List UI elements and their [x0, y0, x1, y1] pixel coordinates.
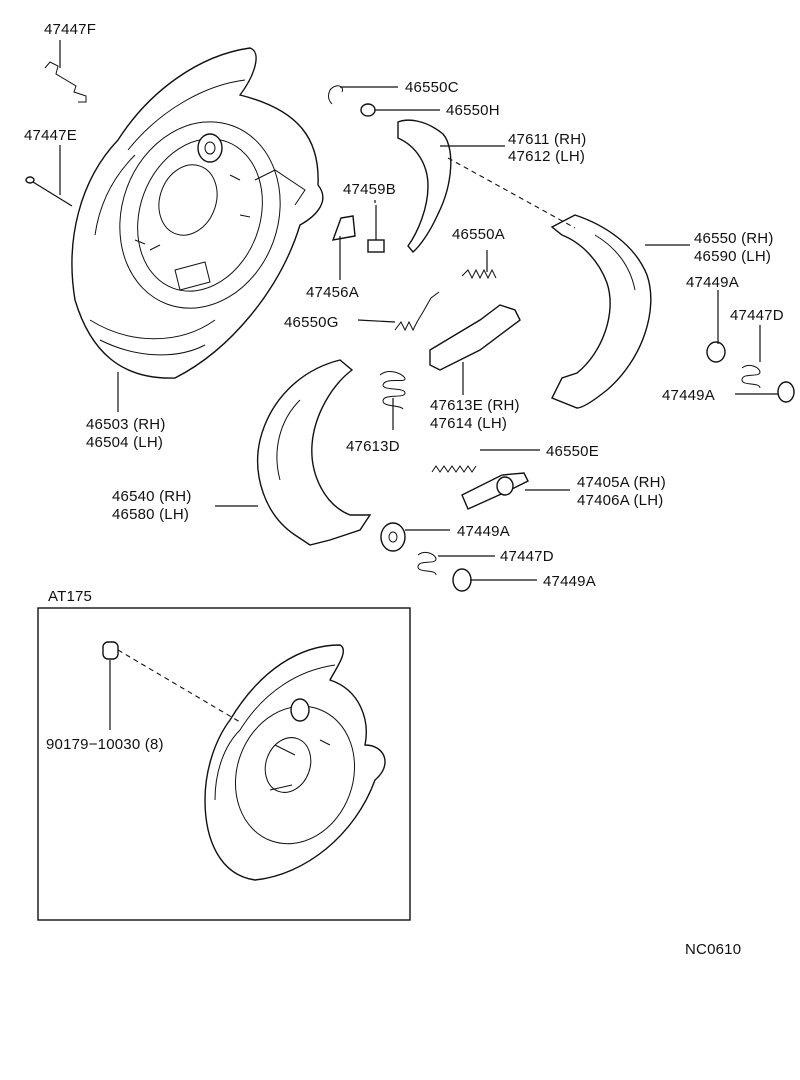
spring-46550G-drawing — [394, 291, 440, 332]
label-47611: 47611 (RH) — [508, 131, 586, 148]
nut-90179-drawing — [102, 641, 119, 660]
diagram-code: NC0610 — [685, 941, 741, 958]
label-47406A: 47406A (LH) — [577, 492, 663, 509]
label-46590: 46590 (LH) — [694, 248, 771, 265]
spring-46550E-drawing — [431, 465, 477, 473]
label-47447E: 47447E — [24, 127, 77, 144]
label-46550: 46550 (RH) — [694, 230, 774, 247]
label-46540: 46540 (RH) — [112, 488, 192, 505]
inset-backing-plate-drawing — [204, 644, 386, 881]
label-46550C: 46550C — [405, 79, 459, 96]
label-47613D: 47613D — [346, 438, 400, 455]
label-47405A: 47405A (RH) — [577, 474, 666, 491]
inset-title: AT175 — [48, 588, 92, 605]
label-47456A: 47456A — [306, 284, 359, 301]
washer-46550H-drawing — [360, 103, 376, 117]
washer-47449A-3-drawing — [380, 522, 406, 552]
label-47612: 47612 (LH) — [508, 148, 585, 165]
spring-47447D-1-drawing — [741, 365, 761, 389]
leader-lines — [59, 40, 778, 581]
clip-46550C-drawing — [328, 85, 343, 105]
spring-47613D-drawing — [379, 371, 406, 410]
shoe-46550-drawing — [550, 214, 652, 409]
label-47449A-2: 47449A — [662, 387, 715, 404]
label-46550H: 46550H — [446, 102, 500, 119]
lever-47611-drawing — [397, 119, 452, 253]
pin-47459B-drawing — [367, 205, 385, 253]
label-47447D-2: 47447D — [500, 548, 554, 565]
label-46504: 46504 (LH) — [86, 434, 163, 451]
plate-47456A-drawing — [331, 215, 356, 241]
spring-47447D-2-drawing — [417, 552, 437, 576]
label-46550G: 46550G — [284, 314, 339, 331]
label-47449A-3: 47449A — [457, 523, 510, 540]
adjuster-47405A-drawing — [461, 472, 529, 510]
label-46503: 46503 (RH) — [86, 416, 166, 433]
label-47459B: 47459B — [343, 181, 396, 198]
label-47449A-1: 47449A — [686, 274, 739, 291]
label-46550A: 46550A — [452, 226, 505, 243]
washer-47449A-2-drawing — [777, 381, 795, 403]
label-46580: 46580 (LH) — [112, 506, 189, 523]
part-labels: 47447F 47447E 46503 (RH) 46504 (LH) 4655… — [24, 21, 784, 958]
spring-46550A-drawing — [461, 268, 497, 280]
clip-47447F-drawing — [44, 61, 87, 103]
label-47449A-4: 47449A — [543, 573, 596, 590]
strut-47613E-drawing — [429, 304, 521, 371]
label-47613E: 47613E (RH) — [430, 397, 520, 414]
washer-47449A-1-drawing — [706, 341, 726, 363]
label-46550E: 46550E — [546, 443, 599, 460]
label-47447D-1: 47447D — [730, 307, 784, 324]
shoe-46540-drawing — [256, 359, 372, 546]
label-47614: 47614 (LH) — [430, 415, 507, 432]
washer-47449A-4-drawing — [452, 568, 472, 592]
pin-47447E-drawing — [25, 176, 73, 207]
backing-plate-drawing — [71, 47, 324, 379]
label-90179: 90179−10030 (8) — [46, 736, 164, 753]
label-47447F: 47447F — [44, 21, 96, 38]
inset-box — [37, 607, 411, 921]
